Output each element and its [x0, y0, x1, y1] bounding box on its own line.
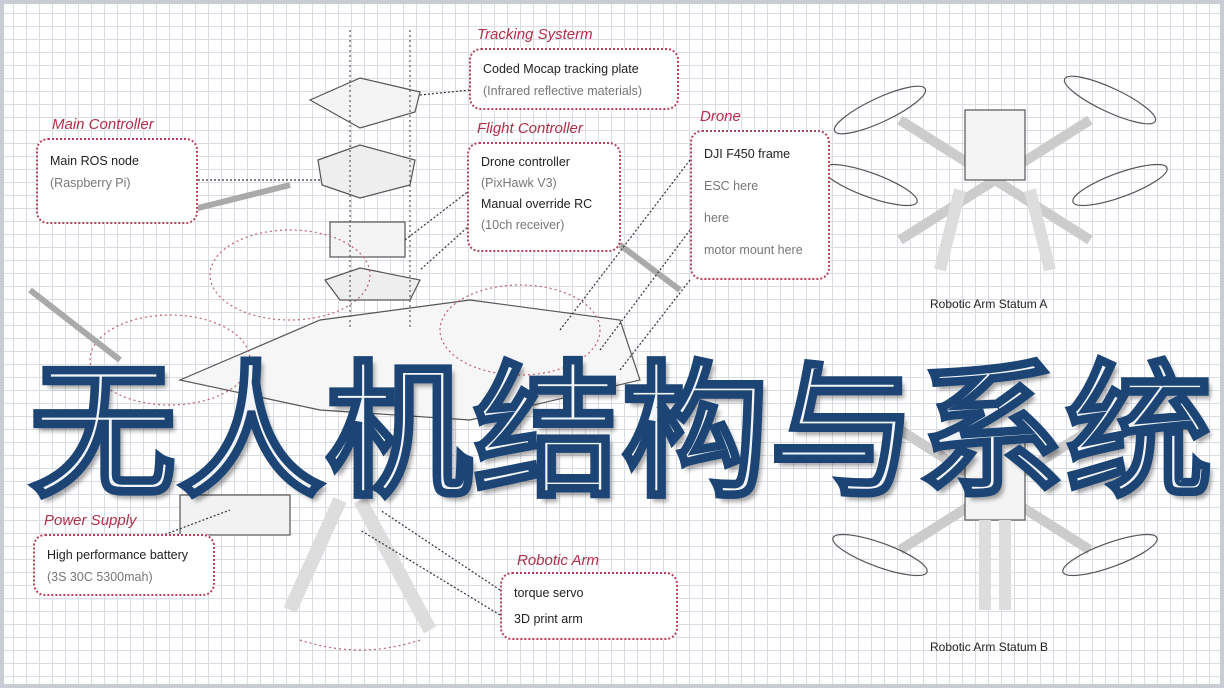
tracking-system-box: Coded Mocap tracking plate (Infrared ref…: [469, 48, 679, 110]
drone-view-a: [822, 75, 1168, 272]
drone-line-2: ESC here: [704, 179, 759, 193]
flight-line-4: (10ch receiver): [481, 218, 565, 232]
drone-heading: Drone: [700, 108, 741, 125]
tracking-line-1: Coded Mocap tracking plate: [483, 62, 639, 76]
main-controller-line-2: (Raspberry Pi): [50, 176, 131, 190]
power-line-1: High performance battery: [47, 548, 189, 562]
robotic-arm-box: torque servo 3D print arm: [500, 572, 678, 640]
power-supply-box: High performance battery (3S 30C 5300mah…: [33, 534, 215, 596]
main-controller-box: Main ROS node (Raspberry Pi): [36, 138, 198, 224]
drone-line-1: DJI F450 frame: [704, 147, 791, 161]
drone-line-4: motor mount here: [704, 243, 803, 257]
flight-line-1: Drone controller: [481, 155, 570, 169]
main-controller-heading: Main Controller: [52, 116, 154, 133]
flight-controller-heading: Flight Controller: [477, 120, 583, 137]
caption-statum-a: Robotic Arm Statum A: [930, 297, 1048, 311]
drone-box: DJI F450 frame ESC here here motor mount…: [690, 130, 830, 280]
flight-line-3: Manual override RC: [481, 197, 593, 211]
robotic-arm-line-1: torque servo: [514, 586, 584, 600]
robotic-arm-heading: Robotic Arm: [517, 552, 599, 569]
tracking-system-heading: Tracking Systerm: [477, 26, 593, 43]
tracking-line-2: (Infrared reflective materials): [483, 84, 643, 98]
power-line-2: (3S 30C 5300mah): [47, 570, 153, 584]
exploded-drone: [28, 30, 691, 651]
flight-line-2: (PixHawk V3): [481, 176, 557, 190]
main-controller-line-1: Main ROS node: [50, 154, 139, 168]
power-supply-heading: Power Supply: [44, 512, 137, 529]
drone-line-3: here: [704, 211, 730, 225]
caption-statum-b: Robotic Arm Statum B: [930, 640, 1049, 654]
page-title: 无人机结构与系统: [28, 348, 1214, 518]
robotic-arm-line-2: 3D print arm: [514, 612, 583, 626]
drone-view-b: [832, 425, 1158, 610]
flight-controller-box: Drone controller (PixHawk V3) Manual ove…: [467, 142, 621, 252]
